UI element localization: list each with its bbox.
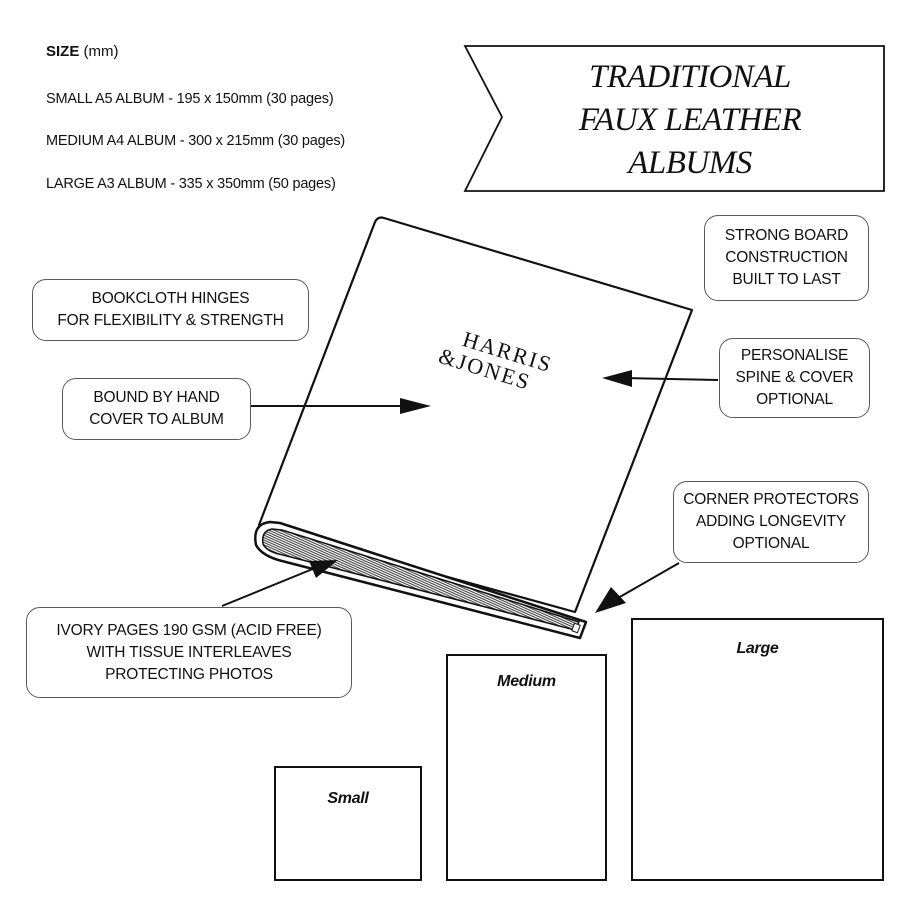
size-list: SIZE (mm) SMALL A5 ALBUM - 195 x 150mm (… [46,42,345,192]
callout-text: WITH TISSUE INTERLEAVES [86,643,292,661]
callout-text: BOUND BY HAND [93,389,220,406]
banner-title: TRADITIONAL FAUX LEATHER ALBUMS [530,56,850,185]
size-heading-label: SIZE [46,43,80,60]
callout-ivory-pages: IVORY PAGES 190 GSM (ACID FREE) WITH TIS… [26,607,352,698]
callout-text: CONSTRUCTION [725,249,848,266]
callout-text: OPTIONAL [756,391,833,408]
size-box-medium: Medium [446,654,607,881]
album-page-edges-icon [261,528,581,631]
callout-text: PERSONALISE [740,347,849,364]
banner-outline [463,45,885,192]
size-box-large: Large [631,618,884,881]
callout-text: BUILT TO LAST [732,271,841,288]
corner-protector-icon [571,622,581,634]
size-box-label-small: Small [327,790,369,807]
callout-text: BOOKCLOTH HINGES [91,290,250,307]
banner-line-3: ALBUMS [628,145,752,181]
arrow-down-left-icon [595,587,626,613]
size-box-label-large: Large [736,640,779,657]
callout-text: ADDING LONGEVITY [695,513,847,530]
size-line-medium: MEDIUM A4 ALBUM - 300 x 215mm (30 pages) [46,133,346,149]
callout-bookcloth-hinges: BOOKCLOTH HINGES FOR FLEXIBILITY & STREN… [32,279,309,341]
banner-line-2: FAUX LEATHER [578,102,802,138]
callout-corner-protectors: CORNER PROTECTORS ADDING LONGEVITY OPTIO… [673,481,869,563]
size-line-small: SMALL A5 ALBUM - 195 x 150mm (30 pages) [46,91,334,107]
callout-bound-by-hand: BOUND BY HAND COVER TO ALBUM [62,378,251,440]
arrow-left-icon [602,370,632,387]
callout-text: IVORY PAGES 190 GSM (ACID FREE) [56,621,322,639]
size-line-large: LARGE A3 ALBUM - 335 x 350mm (50 pages) [46,176,336,192]
callout-text: COVER TO ALBUM [89,411,224,428]
callout-text: STRONG BOARD [724,227,849,244]
callout-strong-board: STRONG BOARD CONSTRUCTION BUILT TO LAST [704,215,869,301]
size-box-label-medium: Medium [497,673,556,690]
callout-text: OPTIONAL [732,535,810,552]
size-heading-unit: (mm) [83,43,119,60]
size-heading: SIZE (mm) [46,42,119,62]
callout-personalise: PERSONALISE SPINE & COVER OPTIONAL [719,338,870,418]
callout-text: CORNER PROTECTORS [683,491,859,508]
callout-text: SPINE & COVER [735,369,854,386]
arrow-up-right-icon [309,560,338,578]
callout-text: PROTECTING PHOTOS [105,665,273,683]
size-box-small: Small [274,766,422,881]
banner-line-1: TRADITIONAL [589,59,791,95]
callout-text: FOR FLEXIBILITY & STRENGTH [57,312,284,329]
arrow-right-icon [400,398,431,414]
album-cover [257,216,694,614]
